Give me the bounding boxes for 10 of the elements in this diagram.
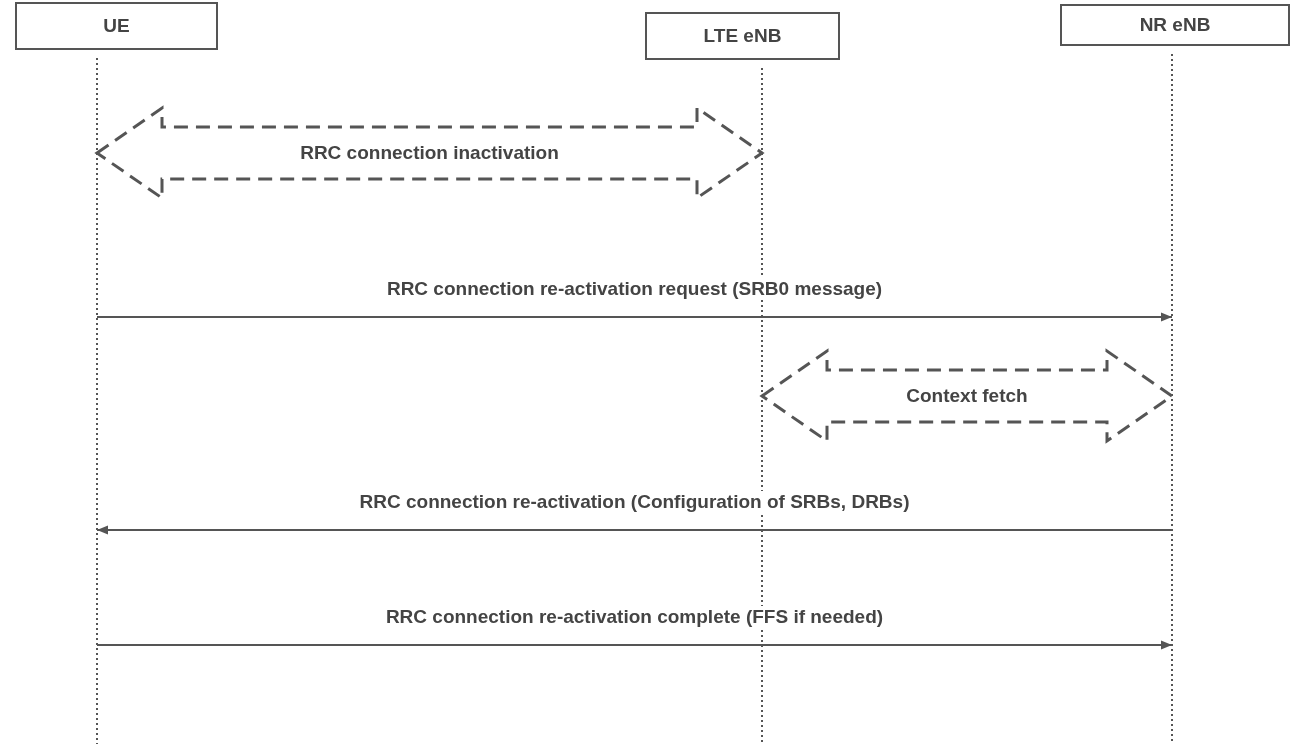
message-arrow <box>96 525 1173 535</box>
block-arrow <box>759 348 1175 444</box>
edge-label: Context fetch <box>905 385 1029 407</box>
edge-label: RRC connection re-activation (Configuration of SRBs, DRBs) <box>357 491 912 513</box>
edge-label: RRC connection inactivation <box>299 142 560 164</box>
message-arrow <box>96 312 1173 322</box>
participant-name: LTE eNB <box>703 25 782 47</box>
participant-name: NR eNB <box>1139 14 1211 36</box>
participant-name: UE <box>103 15 130 37</box>
message-arrow <box>96 640 1173 650</box>
